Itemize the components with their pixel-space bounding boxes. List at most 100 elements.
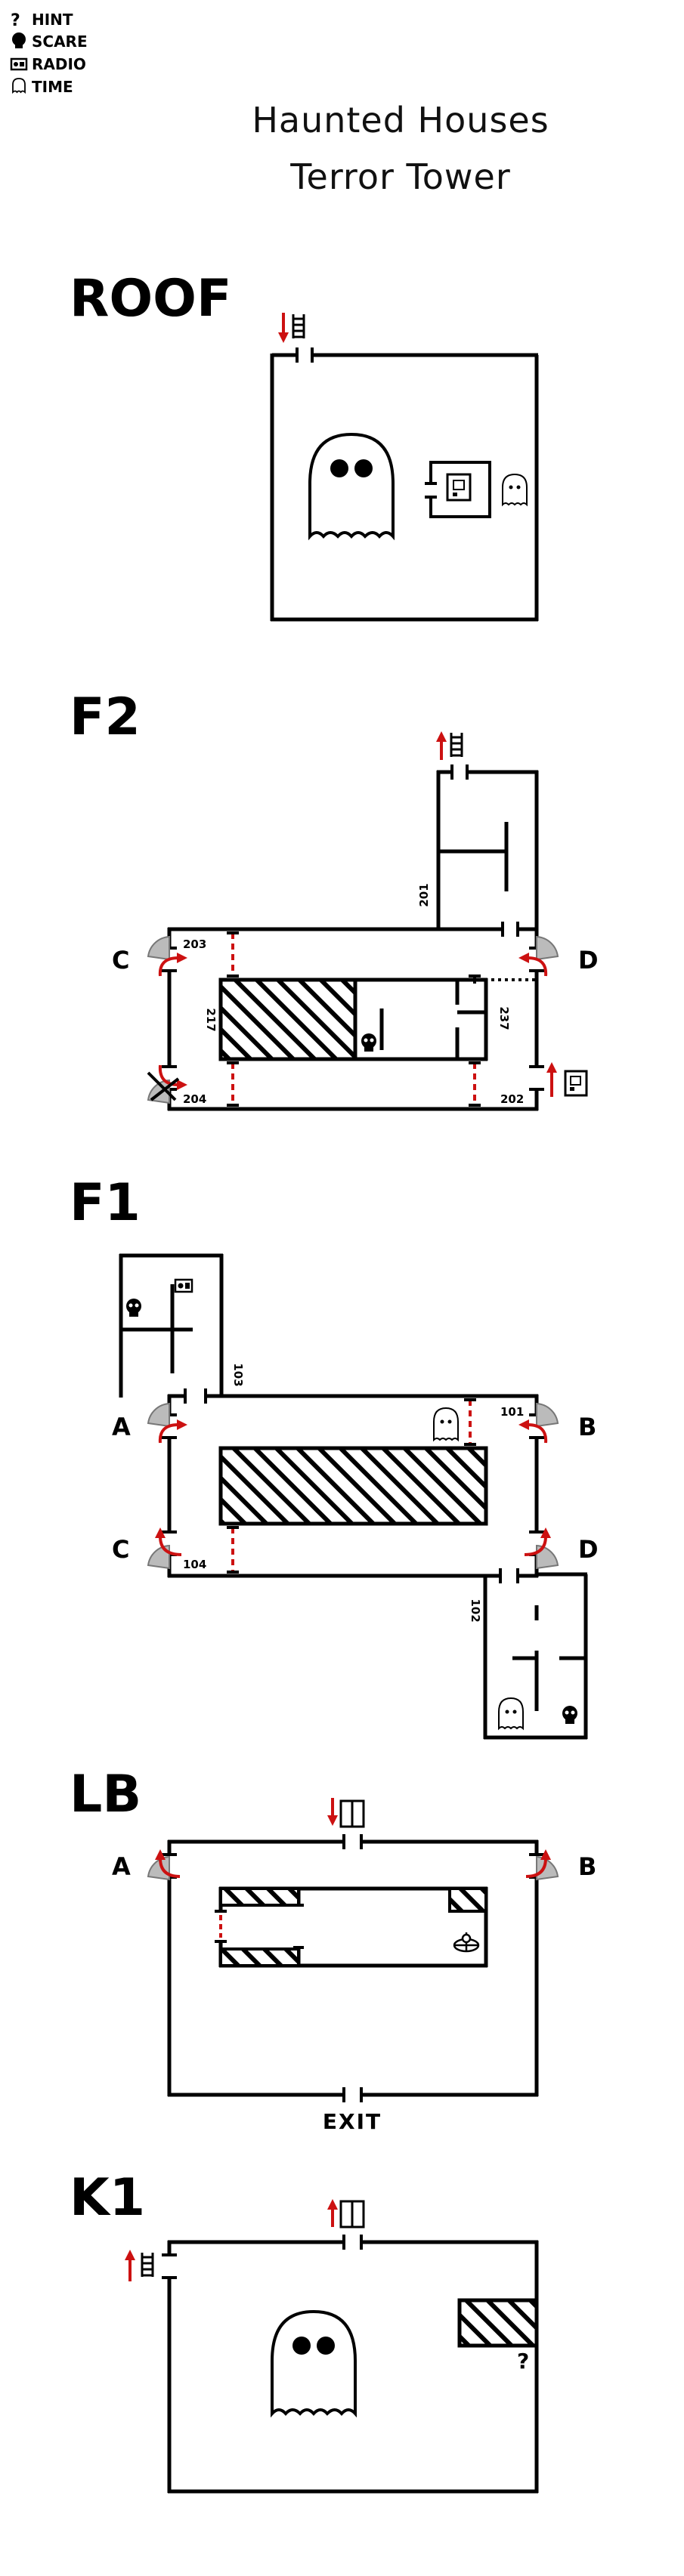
arrow-up-icon xyxy=(436,731,447,760)
stair-d-f2: D xyxy=(518,935,599,977)
hint-icon: ? xyxy=(11,11,20,30)
arrow-curve-icon xyxy=(527,956,548,977)
floor-k1: K1 ? xyxy=(70,2168,539,2494)
title-line-2: Terror Tower xyxy=(289,156,511,197)
floor-label-f2: F2 xyxy=(70,687,141,747)
hint-icon: ? xyxy=(517,2349,529,2374)
ladder-icon xyxy=(141,2253,154,2277)
f1-red-door-caps xyxy=(227,1398,476,1574)
legend-scare-label: SCARE xyxy=(32,32,88,51)
big-ghost-icon xyxy=(271,2309,357,2418)
roof-radio-room xyxy=(425,461,491,518)
stair-label-c-f1: C xyxy=(112,1535,129,1564)
spiral-stair-icon xyxy=(147,1544,170,1570)
page-title: Haunted Houses Terror Tower xyxy=(252,100,549,197)
skull-icon xyxy=(562,1706,577,1724)
floor-f1: F1 xyxy=(70,1173,599,1740)
arrow-down-icon xyxy=(327,1798,338,1826)
floor-label-roof: ROOF xyxy=(70,269,231,329)
blocked-cross-icon xyxy=(147,1071,180,1101)
room-label-201: 201 xyxy=(417,883,431,907)
arrow-curve-icon xyxy=(158,1423,179,1444)
room-label-203: 203 xyxy=(183,937,206,951)
radio-icon xyxy=(10,57,28,71)
room-label-237: 237 xyxy=(497,1006,511,1030)
stair-label-d-f1: D xyxy=(578,1535,599,1564)
radio-icon xyxy=(174,1278,193,1293)
legend-time-label: TIME xyxy=(32,78,73,96)
lb-hatched-top xyxy=(219,1887,300,1907)
legend-hint-label: HINT xyxy=(32,11,73,29)
ghost-icon xyxy=(12,78,26,94)
arrow-curve-icon xyxy=(527,1423,548,1444)
roof-walls xyxy=(270,347,539,622)
title-line-1: Haunted Houses xyxy=(252,100,549,141)
ghost-icon xyxy=(433,1407,459,1442)
lb-elevator-down xyxy=(327,1798,365,1828)
elevator-icon xyxy=(339,1799,365,1828)
big-ghost-icon xyxy=(308,432,395,541)
elevator-icon xyxy=(339,2200,365,2229)
room-label-104: 104 xyxy=(183,1558,206,1571)
lb-walls xyxy=(162,1834,544,2102)
spiral-stair-icon xyxy=(536,1544,559,1570)
stair-a-f1: A xyxy=(112,1402,187,1444)
stair-c-f2: C xyxy=(112,935,187,977)
spiral-stair-icon xyxy=(536,1855,559,1881)
stair-label-b: B xyxy=(578,1413,596,1441)
lb-hatched-right xyxy=(448,1887,487,1913)
trapdoor-icon xyxy=(453,1932,480,1953)
ghost-icon xyxy=(498,1697,524,1731)
stair-label-a-lb: A xyxy=(112,1852,131,1881)
legend-time: TIME xyxy=(12,78,73,96)
spiral-stair-icon xyxy=(147,1855,170,1881)
stair-d-f1: D xyxy=(524,1527,599,1570)
arrow-up-icon xyxy=(125,2250,135,2281)
legend-hint: ? HINT xyxy=(11,11,73,30)
room-label-102: 102 xyxy=(469,1598,482,1622)
arrow-up-icon xyxy=(546,1062,557,1097)
spiral-stair-icon xyxy=(147,1402,170,1428)
stair-label-b-lb: B xyxy=(578,1852,596,1881)
ladder-icon xyxy=(450,733,463,757)
floor-roof: ROOF xyxy=(70,269,539,622)
arrow-down-icon xyxy=(278,313,289,343)
f2-radio-up xyxy=(546,1062,588,1097)
exit-label: EXIT xyxy=(323,2109,382,2134)
arrow-curve-icon xyxy=(158,956,179,977)
k1-ladder-up xyxy=(125,2250,154,2281)
stair-c-down-blocked xyxy=(147,1064,187,1104)
spiral-stair-icon xyxy=(536,935,559,961)
room-label-103: 103 xyxy=(231,1363,245,1386)
skull-icon xyxy=(361,1033,376,1052)
legend-radio-label: RADIO xyxy=(32,55,86,73)
stair-label-c: C xyxy=(112,946,129,974)
f2-red-door-caps xyxy=(227,931,481,1107)
spiral-stair-icon xyxy=(147,935,170,961)
floor-f2: F2 xyxy=(70,687,599,1111)
lb-hatched-bottom xyxy=(219,1947,300,1967)
radio-icon xyxy=(564,1070,588,1097)
f2-stair-up xyxy=(436,731,463,760)
stair-b-f1: B xyxy=(518,1402,596,1444)
room-label-204: 204 xyxy=(183,1092,206,1106)
ladder-icon xyxy=(292,314,305,338)
spiral-stair-icon xyxy=(536,1402,559,1428)
stair-a-lb: A xyxy=(112,1849,181,1881)
floor-label-f1: F1 xyxy=(70,1173,141,1233)
k1-walls xyxy=(162,2235,539,2494)
floor-label-lb: LB xyxy=(70,1765,141,1824)
arrow-up-icon xyxy=(327,2199,338,2227)
f1-red-doors xyxy=(231,1400,472,1572)
floor-lb: LB xyxy=(70,1765,596,2134)
stair-label-a: A xyxy=(112,1413,131,1441)
f1-hatched-block xyxy=(218,1446,488,1526)
arrow-up-curve-icon xyxy=(525,1858,547,1878)
f2-red-doors xyxy=(231,933,476,1105)
arrow-up-curve-icon xyxy=(159,1858,181,1878)
arrow-curve-icon xyxy=(158,1064,179,1086)
arrow-up-curve-icon xyxy=(524,1536,547,1556)
roof-stair-down xyxy=(278,313,305,343)
legend-scare: SCARE xyxy=(12,32,88,51)
k1-hatched-block xyxy=(457,2298,539,2348)
